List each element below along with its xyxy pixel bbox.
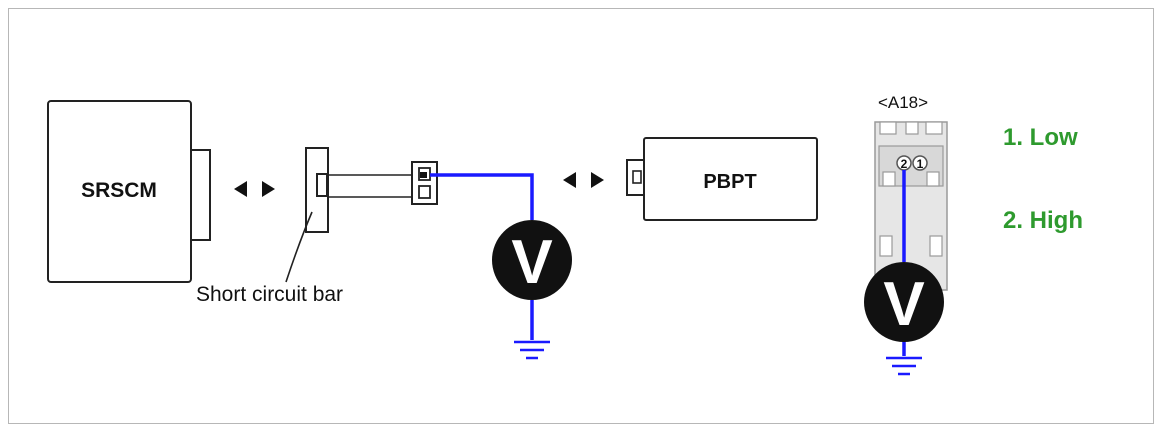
voltmeter-symbol: V xyxy=(511,228,552,297)
pin-2-label: 2 xyxy=(901,157,908,171)
disconnect-arrow-icon xyxy=(234,181,275,197)
connector-id-label: <A18> xyxy=(878,93,928,112)
disconnect-arrow-icon xyxy=(563,172,604,188)
step-high-label: 2. High xyxy=(1003,207,1083,234)
pbpt-module: PBPT xyxy=(626,137,818,221)
short-circuit-bar-label: Short circuit bar xyxy=(196,283,343,306)
voltmeter-symbol: V xyxy=(883,270,924,339)
ground-icon xyxy=(514,340,550,360)
pbpt-label: PBPT xyxy=(703,171,756,193)
ground-icon xyxy=(886,356,922,376)
srscm-connector xyxy=(190,149,211,241)
short-circuit-bar xyxy=(285,147,438,283)
pin-1 xyxy=(912,155,928,171)
test-wire xyxy=(430,173,534,220)
voltmeter-icon: V xyxy=(492,220,572,300)
diagram-frame xyxy=(8,8,1154,424)
srscm-label: SRSCM xyxy=(81,179,157,202)
voltmeter-icon: V xyxy=(864,262,944,342)
srscm-module: SRSCM xyxy=(47,100,211,283)
step-low-label: 1. Low xyxy=(1003,124,1078,151)
a18-connector: 2 1 xyxy=(874,121,948,291)
pin-1-label: 1 xyxy=(917,157,924,171)
